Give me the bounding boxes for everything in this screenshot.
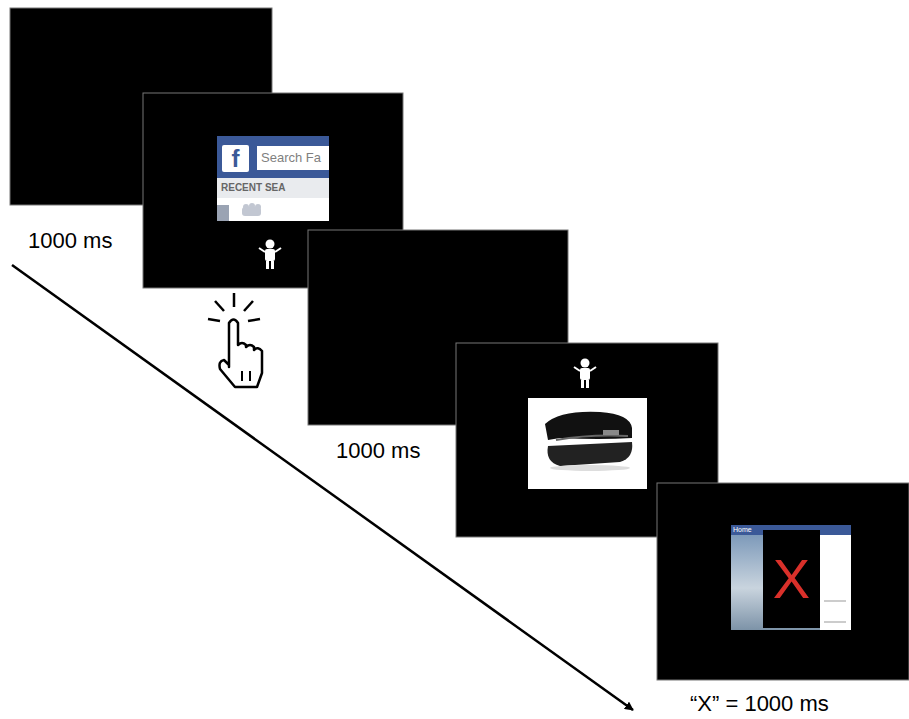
logo-letter: f [232, 147, 240, 171]
duration-label: “X” = 1000 ms [690, 693, 829, 715]
duration-label: 1000 ms [28, 230, 112, 252]
cross-mark: X [773, 551, 810, 607]
search-text: Search Fa [261, 151, 321, 164]
menu-text: Home [733, 526, 752, 533]
duration-label: 1000 ms [336, 440, 420, 462]
menu-heading: RECENT SEA [221, 183, 285, 193]
